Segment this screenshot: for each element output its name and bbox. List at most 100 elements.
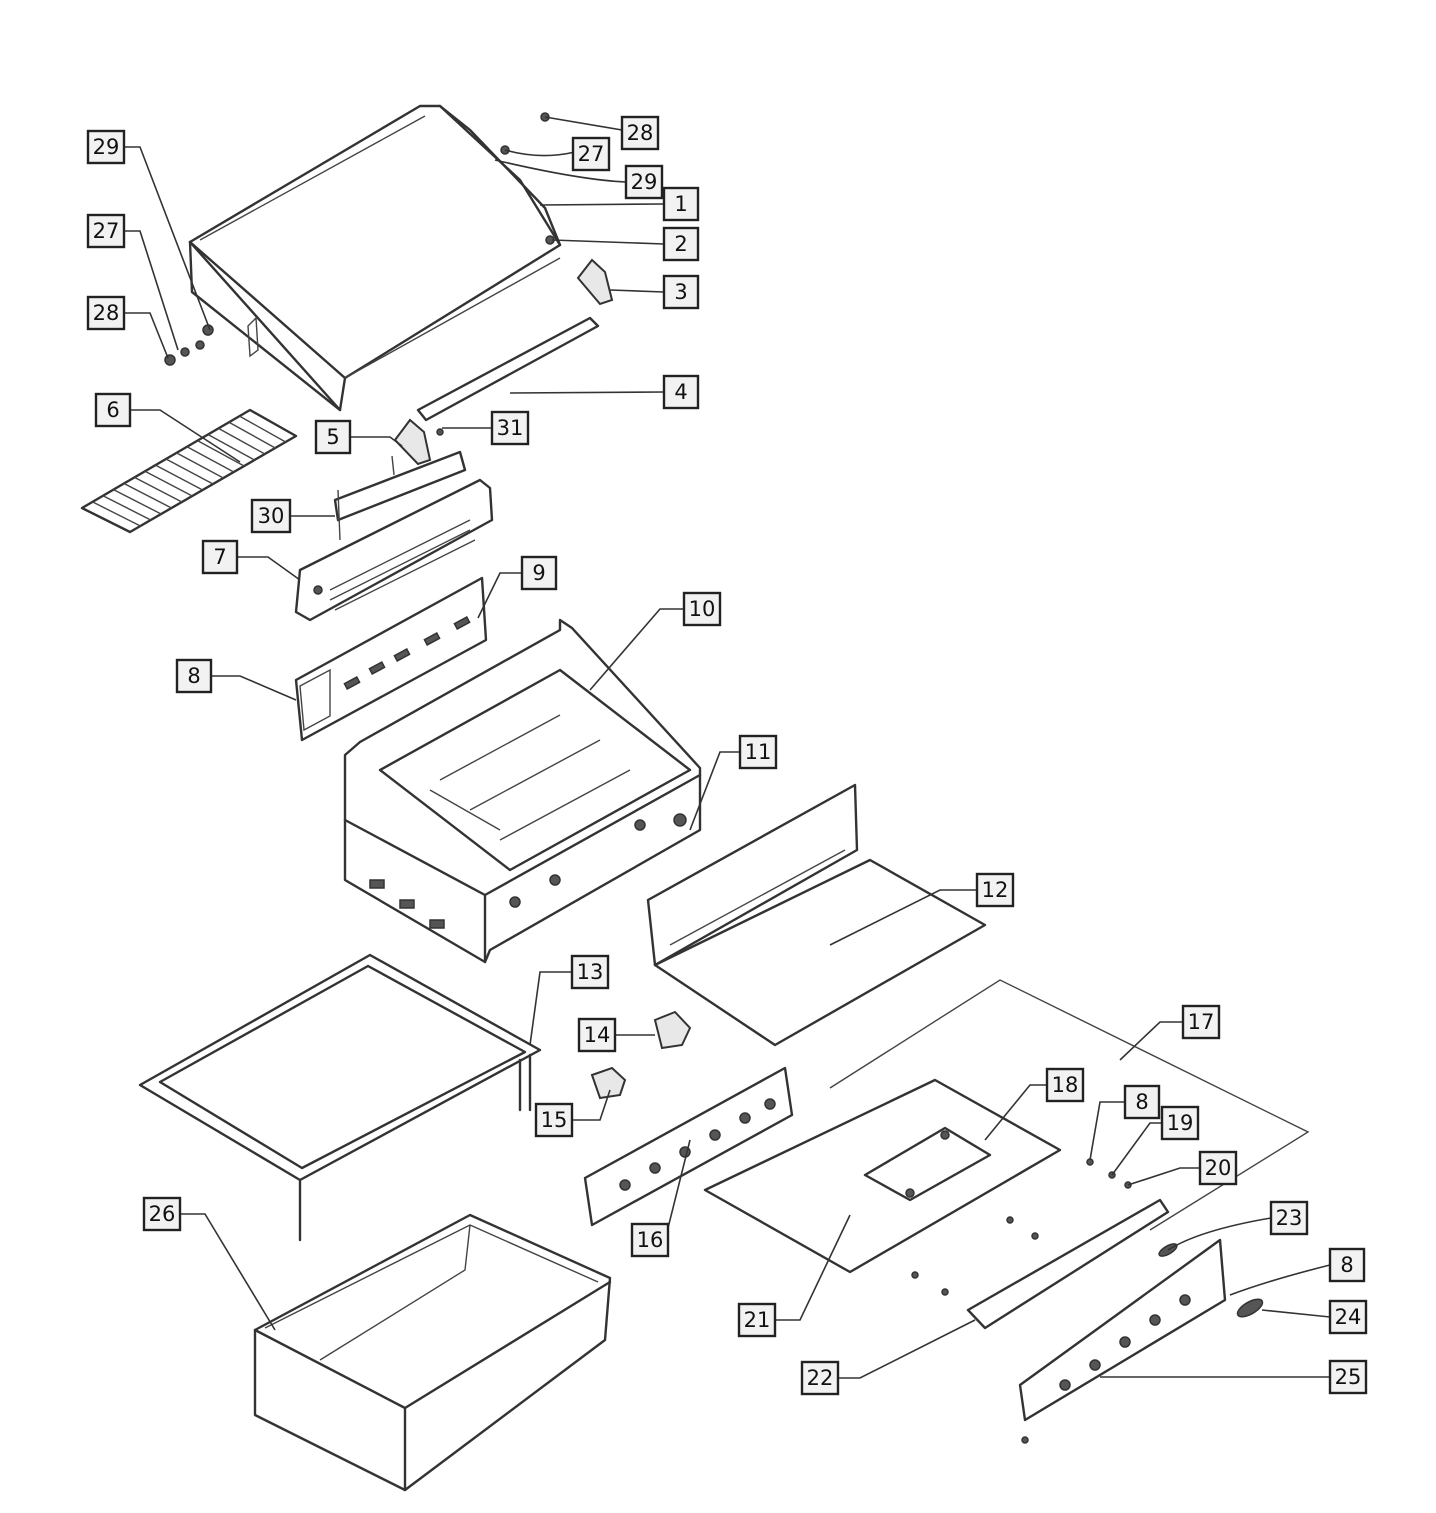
side-shelf bbox=[646, 783, 987, 1047]
callout-label: 27 bbox=[578, 142, 605, 166]
callout-30: 30 bbox=[250, 498, 292, 534]
callout-label: 30 bbox=[258, 504, 285, 528]
small-hardware bbox=[1086, 1158, 1264, 1318]
callout-28-left: 28 bbox=[86, 295, 126, 331]
burner-assembly bbox=[294, 450, 494, 622]
callout-label: 21 bbox=[744, 1308, 771, 1332]
callout-label: 29 bbox=[631, 170, 658, 194]
grate-bar bbox=[102, 495, 152, 521]
callout-22: 22 bbox=[800, 1360, 840, 1396]
firebox bbox=[343, 618, 702, 964]
grate-bar bbox=[155, 464, 203, 491]
callout-25: 25 bbox=[1328, 1359, 1368, 1395]
callout-29-top-right: 29 bbox=[624, 164, 664, 200]
hood-bolts-left bbox=[164, 340, 205, 366]
callout-5: 5 bbox=[314, 419, 352, 455]
callout-label: 27 bbox=[93, 219, 120, 243]
callout-label: 10 bbox=[689, 597, 716, 621]
callout-label: 9 bbox=[532, 561, 545, 585]
callout-23: 23 bbox=[1269, 1200, 1309, 1236]
callout-label: 31 bbox=[497, 416, 524, 440]
callout-label: 24 bbox=[1335, 1305, 1362, 1329]
callout-20: 20 bbox=[1198, 1150, 1238, 1186]
grate-bar bbox=[123, 482, 172, 509]
callout-label: 8 bbox=[187, 664, 200, 688]
callout-label: 15 bbox=[541, 1108, 568, 1132]
callout-8-left: 8 bbox=[175, 658, 213, 694]
callout-8-middle: 8 bbox=[1123, 1084, 1161, 1120]
callout-label: 26 bbox=[149, 1202, 176, 1226]
callout-14: 14 bbox=[577, 1017, 617, 1053]
cabinet-base bbox=[253, 1213, 612, 1492]
door-strip bbox=[911, 1198, 1170, 1330]
callout-label: 3 bbox=[674, 280, 687, 304]
callout-19: 19 bbox=[1160, 1105, 1200, 1141]
callout-21: 21 bbox=[737, 1302, 777, 1338]
callout-11: 11 bbox=[738, 734, 778, 770]
callout-24: 24 bbox=[1328, 1299, 1368, 1335]
callout-15: 15 bbox=[534, 1102, 574, 1138]
door-panel bbox=[703, 1078, 1062, 1274]
callout-label: 5 bbox=[326, 425, 339, 449]
grate-bar bbox=[186, 446, 235, 473]
callout-label: 4 bbox=[674, 380, 687, 404]
callout-13: 13 bbox=[570, 954, 610, 990]
control-panel bbox=[294, 576, 488, 742]
grate-bar bbox=[197, 440, 245, 467]
grate-bar bbox=[165, 458, 214, 485]
callout-27-left: 27 bbox=[86, 213, 126, 249]
frame bbox=[138, 953, 542, 1242]
callout-label: 28 bbox=[93, 301, 120, 325]
callout-label: 14 bbox=[584, 1023, 611, 1047]
callout-label: 18 bbox=[1052, 1073, 1079, 1097]
callout-1: 1 bbox=[662, 186, 700, 222]
callout-17: 17 bbox=[1181, 1004, 1221, 1040]
grate-bar bbox=[176, 452, 224, 479]
callout-9: 9 bbox=[520, 555, 558, 591]
handle-bar bbox=[416, 316, 600, 436]
callout-27-top-right: 27 bbox=[571, 136, 611, 172]
callout-label: 25 bbox=[1335, 1365, 1362, 1389]
grate-bar bbox=[113, 489, 162, 515]
callout-label: 29 bbox=[93, 135, 120, 159]
callouts: 28 27 29 1 2 3 4 29 27 28 6 5 31 30 7 9 … bbox=[86, 115, 1368, 1396]
callout-7: 7 bbox=[201, 539, 239, 575]
leader-lines bbox=[124, 116, 1331, 1379]
hood-lid bbox=[188, 104, 562, 412]
grate-bar bbox=[218, 427, 266, 455]
callout-label: 11 bbox=[745, 740, 772, 764]
callout-label: 20 bbox=[1205, 1156, 1232, 1180]
callout-29-left: 29 bbox=[86, 129, 126, 165]
callout-label: 1 bbox=[674, 192, 687, 216]
grate-bar bbox=[144, 470, 193, 497]
callout-3: 3 bbox=[662, 274, 700, 310]
callout-label: 16 bbox=[637, 1228, 664, 1252]
valve-assembly bbox=[653, 1010, 692, 1050]
callout-26: 26 bbox=[142, 1196, 182, 1232]
callout-label: 8 bbox=[1135, 1090, 1148, 1114]
callout-label: 2 bbox=[674, 232, 687, 256]
regulator bbox=[590, 1066, 627, 1100]
callout-2: 2 bbox=[662, 226, 700, 262]
callout-label: 19 bbox=[1167, 1111, 1194, 1135]
callout-label: 7 bbox=[213, 545, 226, 569]
callout-8-right: 8 bbox=[1328, 1247, 1366, 1283]
callout-12: 12 bbox=[975, 872, 1015, 908]
handle-bracket-left bbox=[393, 418, 432, 466]
callout-4: 4 bbox=[662, 374, 700, 410]
cabinet-top bbox=[829, 979, 1310, 1231]
callout-label: 17 bbox=[1188, 1010, 1215, 1034]
callout-label: 28 bbox=[627, 121, 654, 145]
callout-16: 16 bbox=[630, 1222, 670, 1258]
callout-label: 8 bbox=[1340, 1253, 1353, 1277]
callout-label: 6 bbox=[106, 398, 119, 422]
grate-bar bbox=[207, 433, 255, 461]
callout-label: 12 bbox=[982, 878, 1009, 902]
grate-bar bbox=[239, 415, 286, 443]
handle-bracket-right bbox=[576, 258, 614, 306]
callout-label: 23 bbox=[1276, 1206, 1303, 1230]
callout-6: 6 bbox=[94, 392, 132, 428]
callout-28-top-right: 28 bbox=[620, 115, 660, 151]
callout-18: 18 bbox=[1045, 1067, 1085, 1103]
